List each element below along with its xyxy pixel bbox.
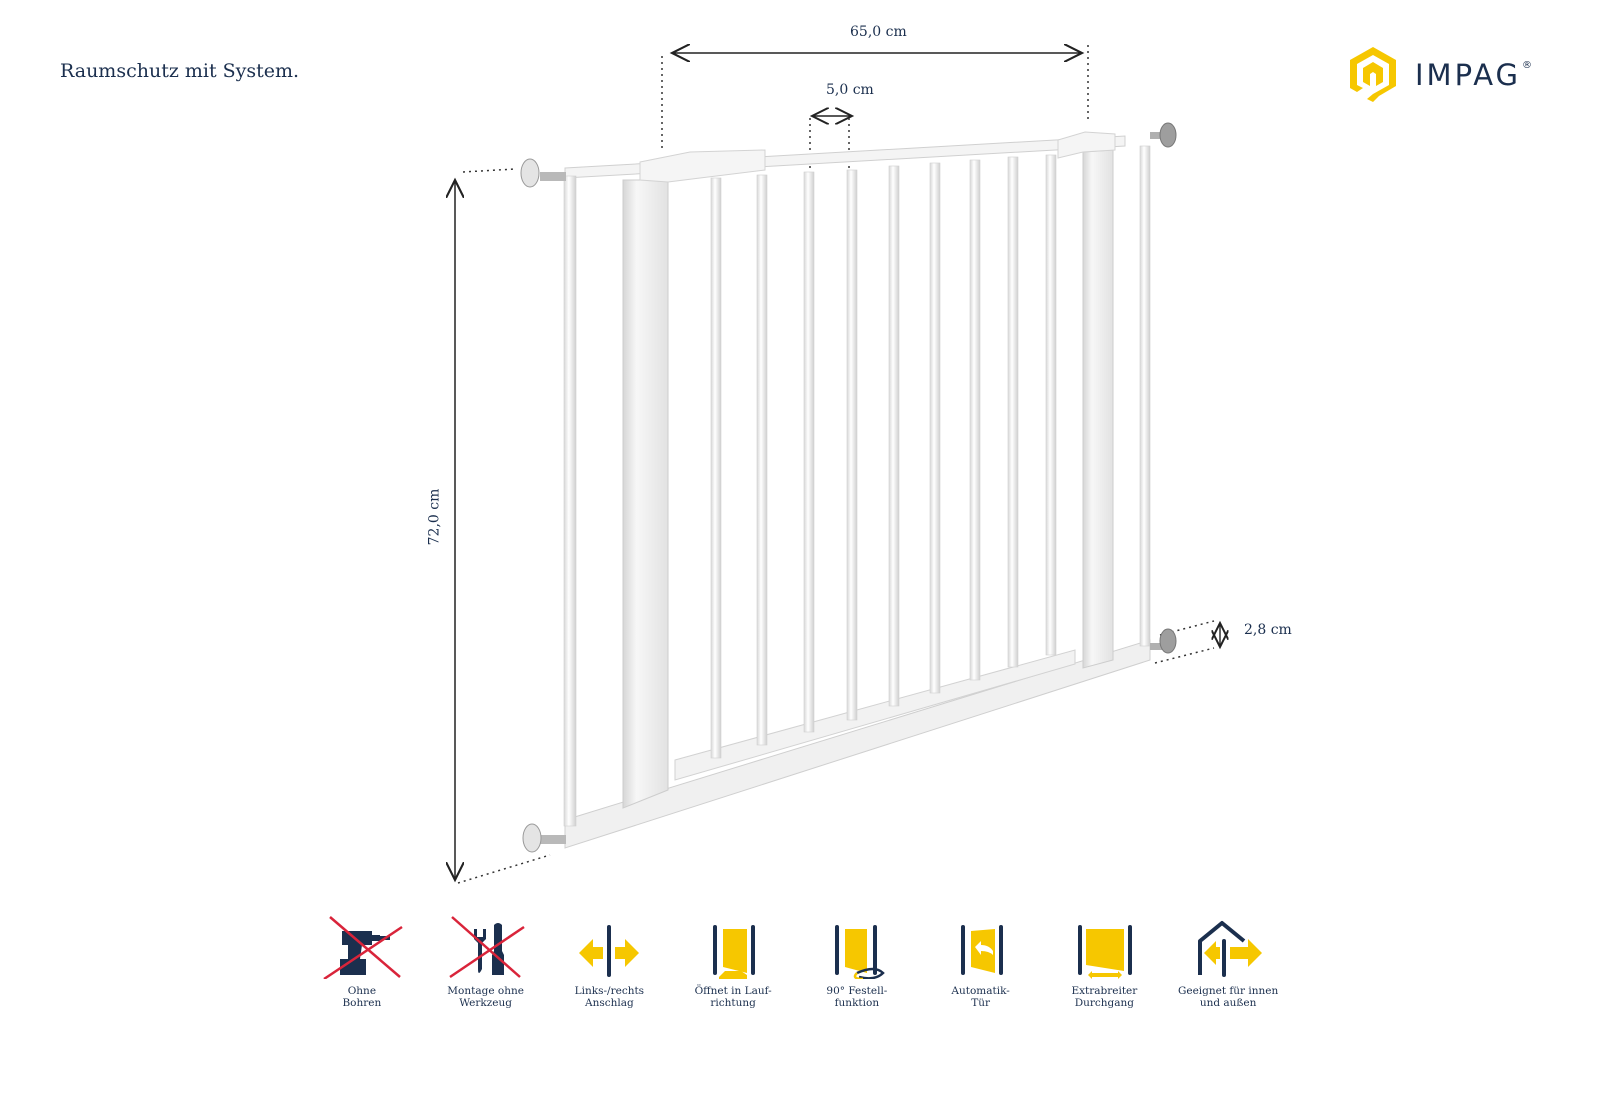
feature-label: Automatik-Tür: [951, 985, 1010, 1009]
brand-name: IMPAG®: [1415, 58, 1536, 92]
extra-wide-passage-icon: [1078, 925, 1133, 979]
pressure-pad-top-right: [1150, 122, 1177, 148]
feature-opens-forward: Öffnet in Lauf-richtung: [671, 915, 795, 1009]
pressure-pad-bottom-right: [1150, 628, 1177, 654]
opens-forward-icon: [713, 925, 756, 979]
feature-auto-close: Automatik-Tür: [919, 915, 1043, 1009]
height-dimension-label: 72,0 cm: [426, 488, 443, 546]
bar-spacing-dimension: [809, 116, 852, 175]
hexagon-logo-icon: [1350, 47, 1396, 102]
no-drill-icon: [323, 916, 403, 979]
rail-height-dimension-label: 2,8 cm: [1244, 622, 1292, 638]
feature-label: Öffnet in Lauf-richtung: [694, 985, 772, 1009]
width-dimension-label: 65,0 cm: [850, 24, 907, 40]
pressure-pad-bottom-left: [522, 823, 566, 853]
no-tools-icon: [448, 916, 525, 979]
rail-height-dimension: [1154, 620, 1220, 664]
pressure-pad-top-left: [520, 158, 566, 188]
safety-gate-illustration: [0, 0, 1600, 884]
feature-90-degree-hold: 90° Festell-funktion: [795, 915, 919, 1009]
brand-logo: IMPAG®: [1345, 44, 1535, 106]
width-dimension: [661, 45, 1089, 150]
90-degree-hold-icon: [834, 925, 885, 979]
gate-bars: [710, 154, 1057, 759]
left-right-arrows-icon: [579, 925, 640, 977]
bar-spacing-dimension-label: 5,0 cm: [826, 82, 874, 98]
indoor-outdoor-icon: [1198, 921, 1263, 977]
height-dimension: [455, 168, 551, 884]
feature-label: 90° Festell-funktion: [826, 985, 888, 1009]
tagline: Raumschutz mit System.: [60, 60, 300, 82]
auto-close-door-icon: [960, 925, 1003, 975]
gate-frame: [520, 122, 1177, 853]
